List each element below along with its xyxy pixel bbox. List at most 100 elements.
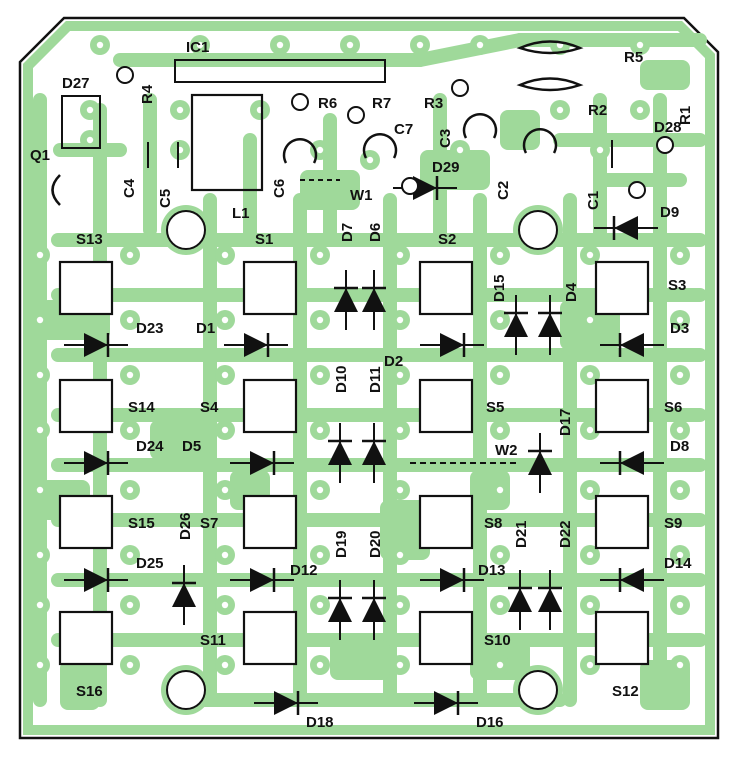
diode-label: D3 — [670, 320, 689, 337]
switch-label: S9 — [664, 515, 682, 532]
diode-label: D18 — [306, 714, 334, 731]
pad-hole — [676, 316, 684, 324]
pad-hole — [36, 601, 44, 609]
pad-hole — [221, 371, 229, 379]
capacitor-label: C1 — [585, 191, 602, 210]
pad-hole — [396, 371, 404, 379]
diode-symbol — [414, 691, 478, 715]
d27-outline — [61, 95, 101, 149]
pad-hole — [396, 661, 404, 669]
diode-label: D22 — [557, 520, 574, 548]
diode-label: D14 — [664, 555, 692, 572]
pad-hole — [586, 661, 594, 669]
pad-hole — [176, 106, 184, 114]
diode-symbol — [420, 333, 484, 357]
switch-footprint — [242, 494, 298, 550]
pads-layer — [30, 35, 690, 715]
pad-hole — [126, 551, 134, 559]
pad-hole — [316, 426, 324, 434]
other-label: L1 — [232, 205, 250, 222]
pad-hole — [676, 426, 684, 434]
resistor-label: R7 — [372, 95, 391, 112]
capacitor-label: C5 — [157, 189, 174, 208]
switch-label: S3 — [668, 277, 686, 294]
diode-label: D9 — [660, 204, 679, 221]
diode-symbol — [328, 580, 352, 640]
diode-symbol — [254, 691, 318, 715]
diode-label: D28 — [654, 119, 682, 136]
diode-label: D6 — [367, 223, 384, 242]
switch-label: S14 — [128, 399, 155, 416]
switch-footprint — [594, 378, 650, 434]
pad-hole — [586, 316, 594, 324]
copper-area — [330, 640, 390, 680]
switch-footprint — [242, 378, 298, 434]
switch-label: S5 — [486, 399, 504, 416]
diode-label: D8 — [670, 438, 689, 455]
diode-label: D16 — [476, 714, 504, 731]
switch-footprint — [594, 610, 650, 666]
diode-label: D2 — [384, 353, 403, 370]
other-label: W1 — [350, 187, 373, 204]
diode-label: D26 — [177, 512, 194, 540]
pad-hole — [496, 601, 504, 609]
component-lead-ring — [656, 136, 674, 154]
copper-area — [380, 500, 430, 560]
diode-label: D12 — [290, 562, 318, 579]
diode-symbol — [538, 295, 562, 355]
resistor-label: R3 — [424, 95, 443, 112]
pad-hole — [586, 371, 594, 379]
pad-hole — [36, 426, 44, 434]
switch-footprint — [594, 260, 650, 316]
switch-label: S1 — [255, 231, 273, 248]
pad-hole — [221, 551, 229, 559]
pad-hole — [586, 426, 594, 434]
copper-area — [500, 110, 540, 150]
pad-hole — [86, 136, 94, 144]
diode-symbol — [230, 451, 294, 475]
pad-hole — [36, 551, 44, 559]
pad-hole — [496, 661, 504, 669]
switch-footprint — [58, 378, 114, 434]
switch-footprint — [242, 610, 298, 666]
pad-hole — [276, 41, 284, 49]
mounting-hole — [518, 670, 558, 710]
diode-label: D21 — [513, 520, 530, 548]
diode-label: D13 — [478, 562, 506, 579]
copper-area — [150, 420, 210, 460]
pad-hole — [676, 251, 684, 259]
diode-symbol — [328, 423, 352, 483]
switch-footprint — [58, 260, 114, 316]
pad-hole — [316, 251, 324, 259]
component-lead-ring — [451, 79, 469, 97]
pad-hole — [366, 156, 374, 164]
diode-symbol — [600, 451, 664, 475]
capacitor-label: C3 — [437, 129, 454, 148]
mounting-hole — [166, 210, 206, 250]
diode-symbol — [508, 570, 532, 630]
resistor-label: R4 — [139, 84, 156, 104]
diode-label: D25 — [136, 555, 164, 572]
diode-label: D17 — [557, 408, 574, 436]
pad-hole — [556, 106, 564, 114]
components-layer — [51, 40, 674, 715]
switch-footprint — [242, 260, 298, 316]
capacitor-label: C6 — [271, 179, 288, 198]
diode-label: D20 — [367, 530, 384, 558]
other-label: Q1 — [30, 147, 50, 164]
mounting-hole — [166, 670, 206, 710]
diode-symbol — [504, 295, 528, 355]
pad-hole — [496, 316, 504, 324]
switch-label: S13 — [76, 231, 103, 248]
pad-hole — [396, 426, 404, 434]
pad-hole — [496, 371, 504, 379]
pad-hole — [676, 551, 684, 559]
diode-label: D11 — [367, 366, 384, 393]
diode-symbol — [362, 270, 386, 330]
pad-hole — [496, 426, 504, 434]
pad-hole — [346, 41, 354, 49]
switch-label: S11 — [200, 632, 226, 649]
diode-symbol — [64, 333, 128, 357]
